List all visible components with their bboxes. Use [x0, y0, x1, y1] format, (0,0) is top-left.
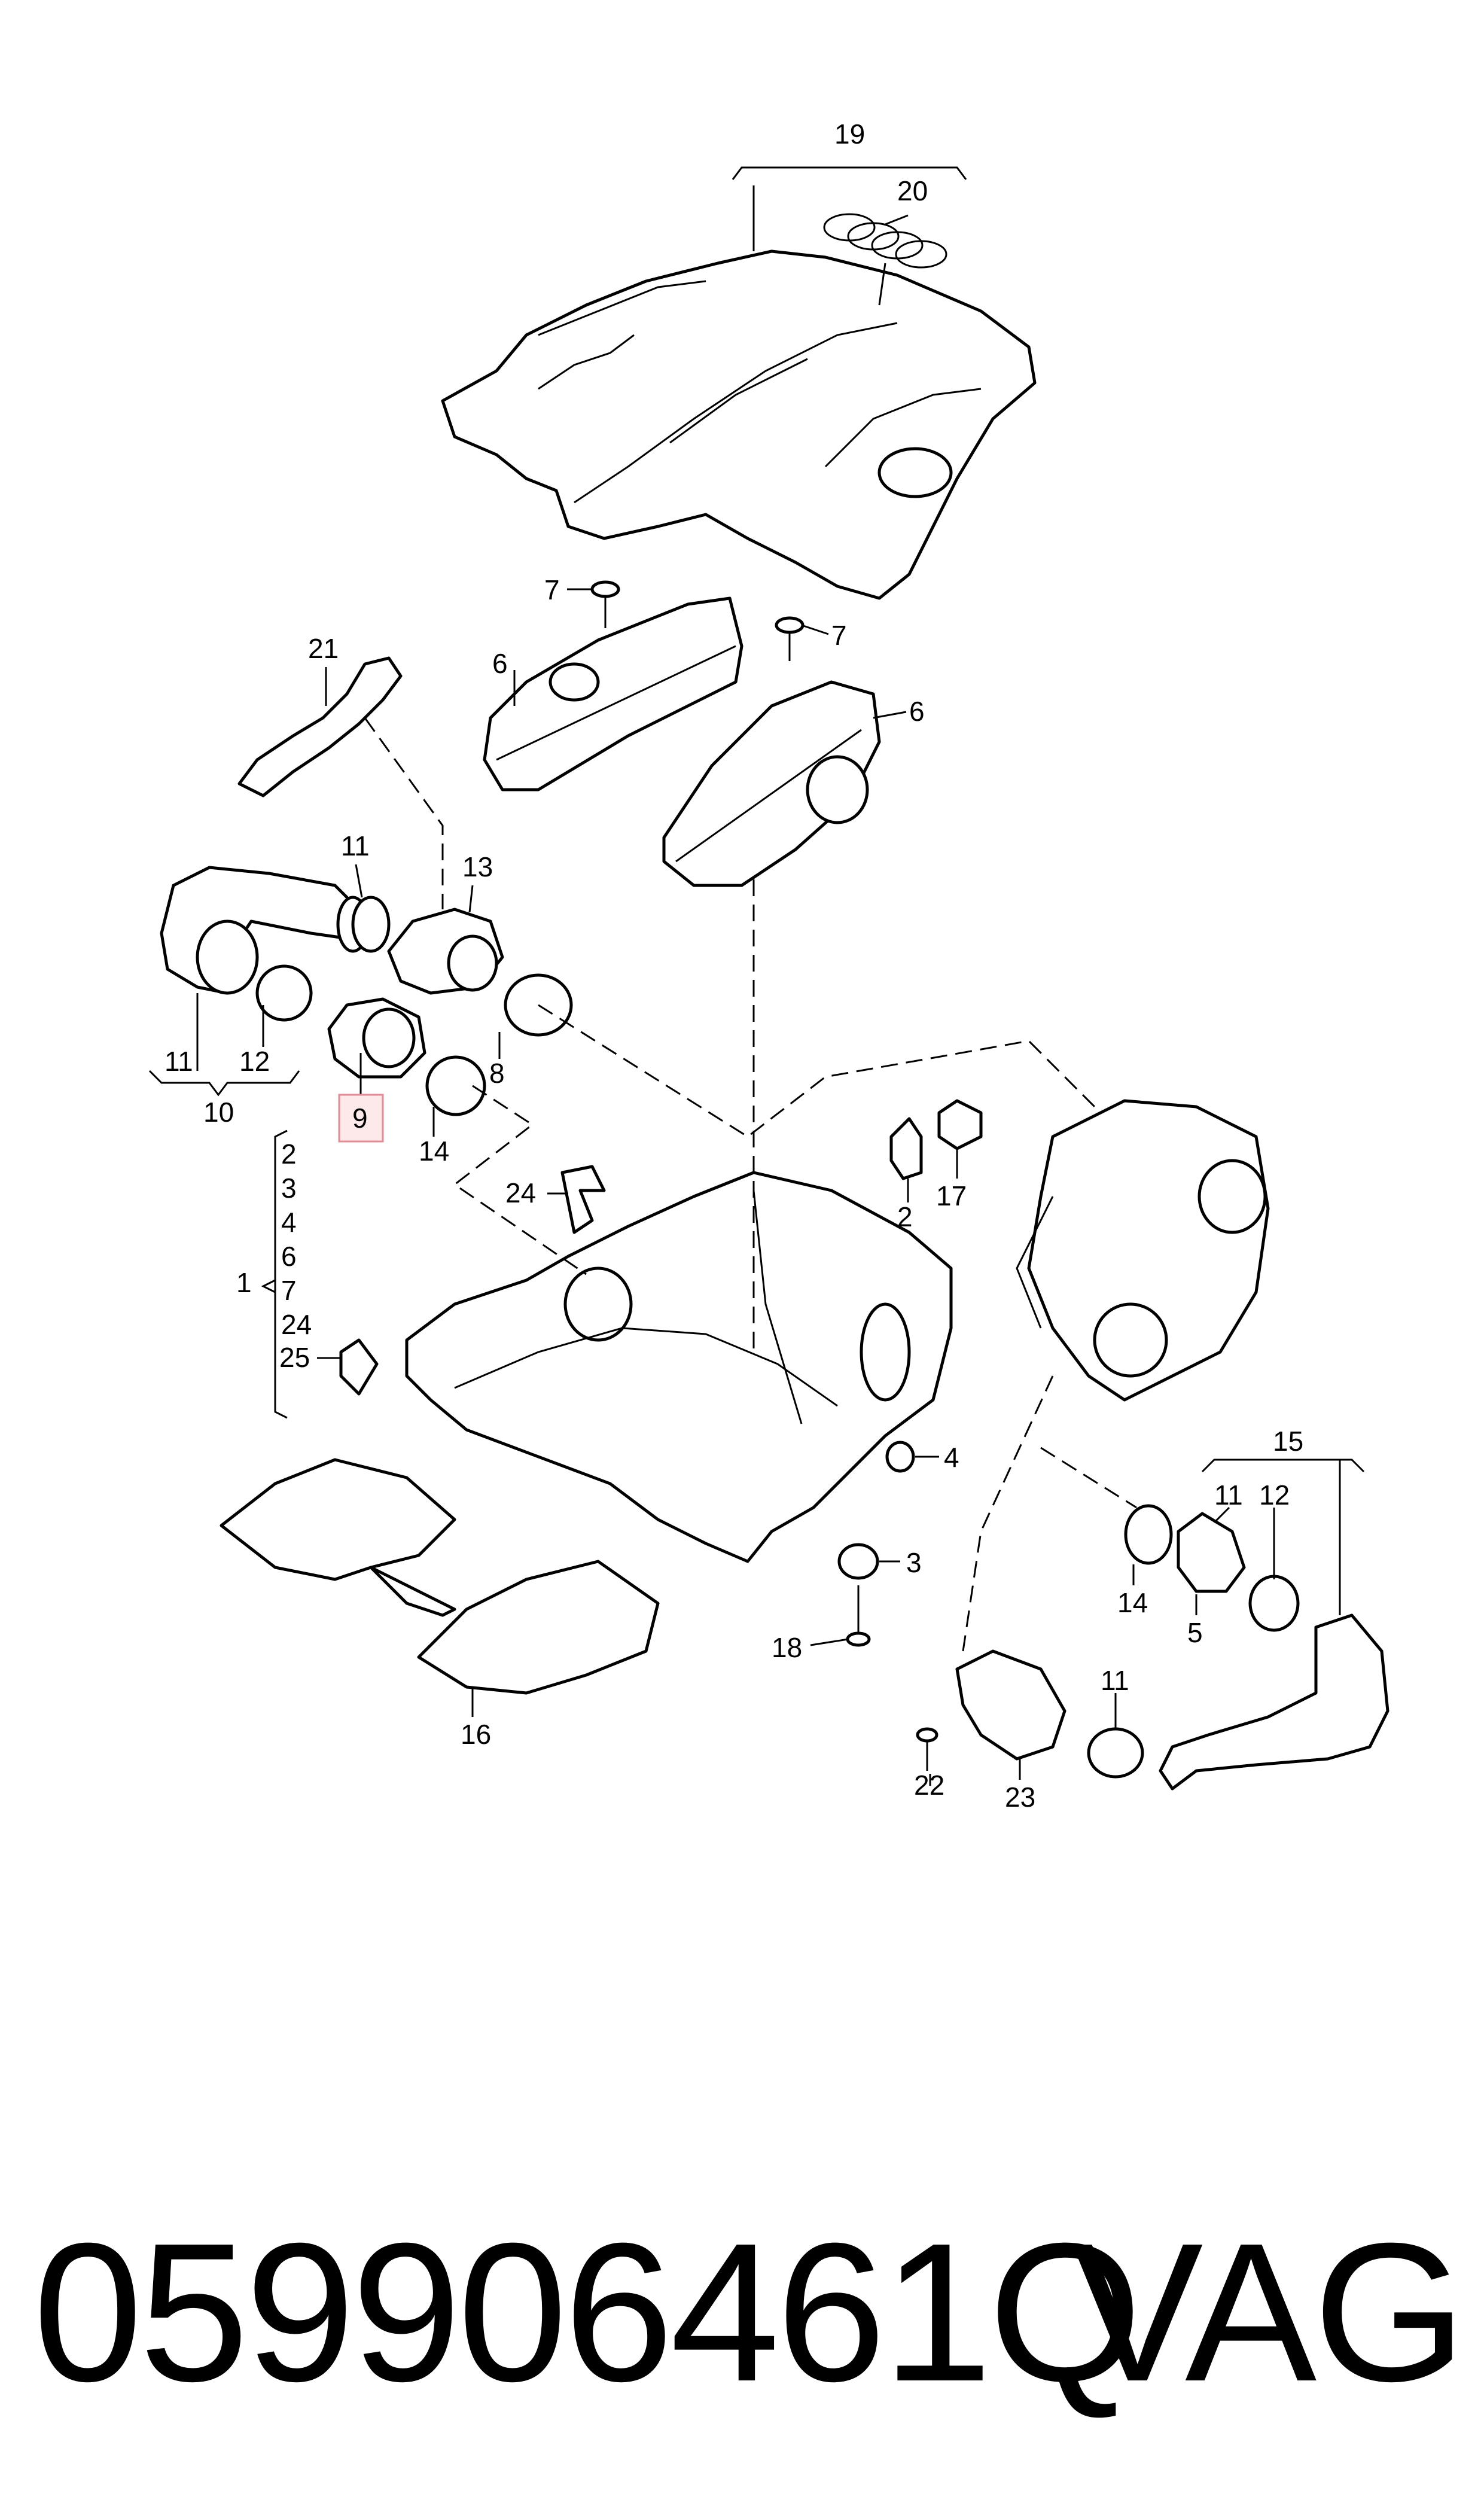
group-list-item: 6: [281, 1241, 297, 1272]
callout-11: 11: [1214, 1479, 1243, 1511]
group-list: 2 3 4 6 7 24: [281, 1138, 312, 1340]
lower-hose-assembly: [916, 1504, 1389, 1791]
callout-24: 24: [505, 1177, 536, 1208]
intake-ducts: [220, 1458, 660, 1695]
air-mass-meter: [387, 908, 504, 995]
callout-3: 3: [906, 1547, 922, 1578]
filter-cover-left: [483, 596, 743, 791]
group-list-item: 24: [281, 1309, 312, 1340]
callout-1: 1: [236, 1267, 252, 1298]
callout-2: 2: [897, 1201, 913, 1232]
air-filter-housing: [405, 1171, 953, 1563]
callout-20: 20: [897, 175, 928, 206]
grommets: [837, 1441, 915, 1647]
callout-11: 11: [164, 1046, 193, 1077]
callout-18: 18: [772, 1632, 802, 1663]
callout-25: 25: [279, 1342, 310, 1373]
callout-12: 12: [239, 1046, 270, 1077]
part-number: 059906461Q: [33, 2202, 1142, 2422]
turbocharger: [1016, 1099, 1270, 1402]
callout-8: 8: [489, 1058, 505, 1089]
hose-connector-9: [327, 997, 426, 1079]
callout-10: 10: [203, 1097, 234, 1128]
retaining-clips: [339, 1165, 606, 1396]
callout-labels: 19 20 7 7 21 6 6 11 13 11 12 10 9 8 14 2…: [164, 118, 1303, 1813]
callout-6: 6: [909, 696, 925, 727]
highlight-box: [338, 1094, 384, 1143]
brackets: [889, 1099, 983, 1180]
callout-13: 13: [462, 851, 493, 882]
hose-clamps: [255, 896, 573, 1116]
assembly-lines: [364, 717, 1137, 1652]
callout-7: 7: [831, 620, 847, 651]
brand-label: VAG: [1071, 2202, 1467, 2422]
group-list-item: 7: [281, 1275, 297, 1306]
callout-5: 5: [1187, 1617, 1203, 1648]
leader-lines: [148, 166, 1365, 1786]
callout-6: 6: [492, 648, 508, 679]
callout-14: 14: [419, 1135, 449, 1167]
callout-15: 15: [1273, 1426, 1303, 1457]
callout-21: 21: [308, 633, 339, 664]
callout-19: 19: [834, 118, 865, 150]
callout-23: 23: [1005, 1782, 1035, 1813]
callout-14: 14: [1117, 1587, 1148, 1618]
callout-7: 7: [544, 574, 560, 605]
group-list-item: 2: [281, 1138, 297, 1170]
callout-9: 9: [352, 1103, 368, 1134]
callout-17: 17: [936, 1180, 967, 1211]
group-list-item: 3: [281, 1173, 297, 1204]
callout-11: 11: [1101, 1665, 1129, 1696]
callout-22: 22: [914, 1770, 944, 1801]
breather-hose: [237, 656, 403, 797]
callout-11: 11: [341, 830, 370, 861]
group-list-item: 4: [281, 1207, 297, 1238]
callout-4: 4: [944, 1442, 959, 1473]
engine-cover: [441, 249, 1037, 600]
filter-cover-right: [662, 680, 881, 887]
emblem-rings: [823, 213, 947, 269]
callout-12: 12: [1259, 1479, 1290, 1511]
callout-16: 16: [461, 1719, 491, 1750]
